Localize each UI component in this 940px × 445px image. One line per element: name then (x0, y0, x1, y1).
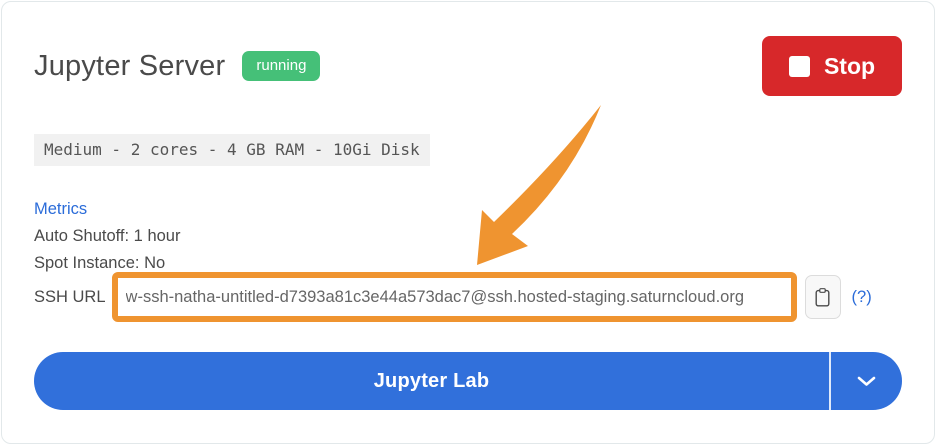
clipboard-icon (815, 287, 830, 306)
annotation-highlight-box (111, 272, 797, 322)
ssh-url-input[interactable] (117, 278, 791, 316)
stop-square-icon (788, 55, 810, 77)
jupyter-lab-split-button: Jupyter Lab (34, 352, 902, 410)
instance-spec-chip: Medium - 2 cores - 4 GB RAM - 10Gi Disk (34, 134, 430, 166)
page-title: Jupyter Server (34, 49, 226, 82)
jupyter-lab-button[interactable]: Jupyter Lab (373, 369, 490, 392)
instance-details: Metrics Auto Shutoff: 1 hour Spot Instan… (34, 196, 902, 277)
header-row: Jupyter Server running Stop (34, 36, 902, 96)
ssh-url-label: SSH URL (34, 287, 106, 306)
spot-instance-text: Spot Instance: No (34, 254, 166, 272)
copy-button[interactable] (804, 275, 841, 319)
metrics-link[interactable]: Metrics (34, 200, 88, 218)
ssh-help-link[interactable]: (?) (851, 287, 872, 306)
jupyter-lab-dropdown-toggle[interactable] (829, 352, 902, 410)
stop-button[interactable]: Stop (762, 36, 902, 96)
stop-button-label: Stop (823, 52, 876, 79)
ssh-url-row: SSH URL (?) (34, 272, 902, 322)
auto-shutoff-text: Auto Shutoff: 1 hour (34, 227, 181, 245)
status-badge: running (242, 51, 321, 81)
chevron-down-icon (857, 376, 876, 386)
